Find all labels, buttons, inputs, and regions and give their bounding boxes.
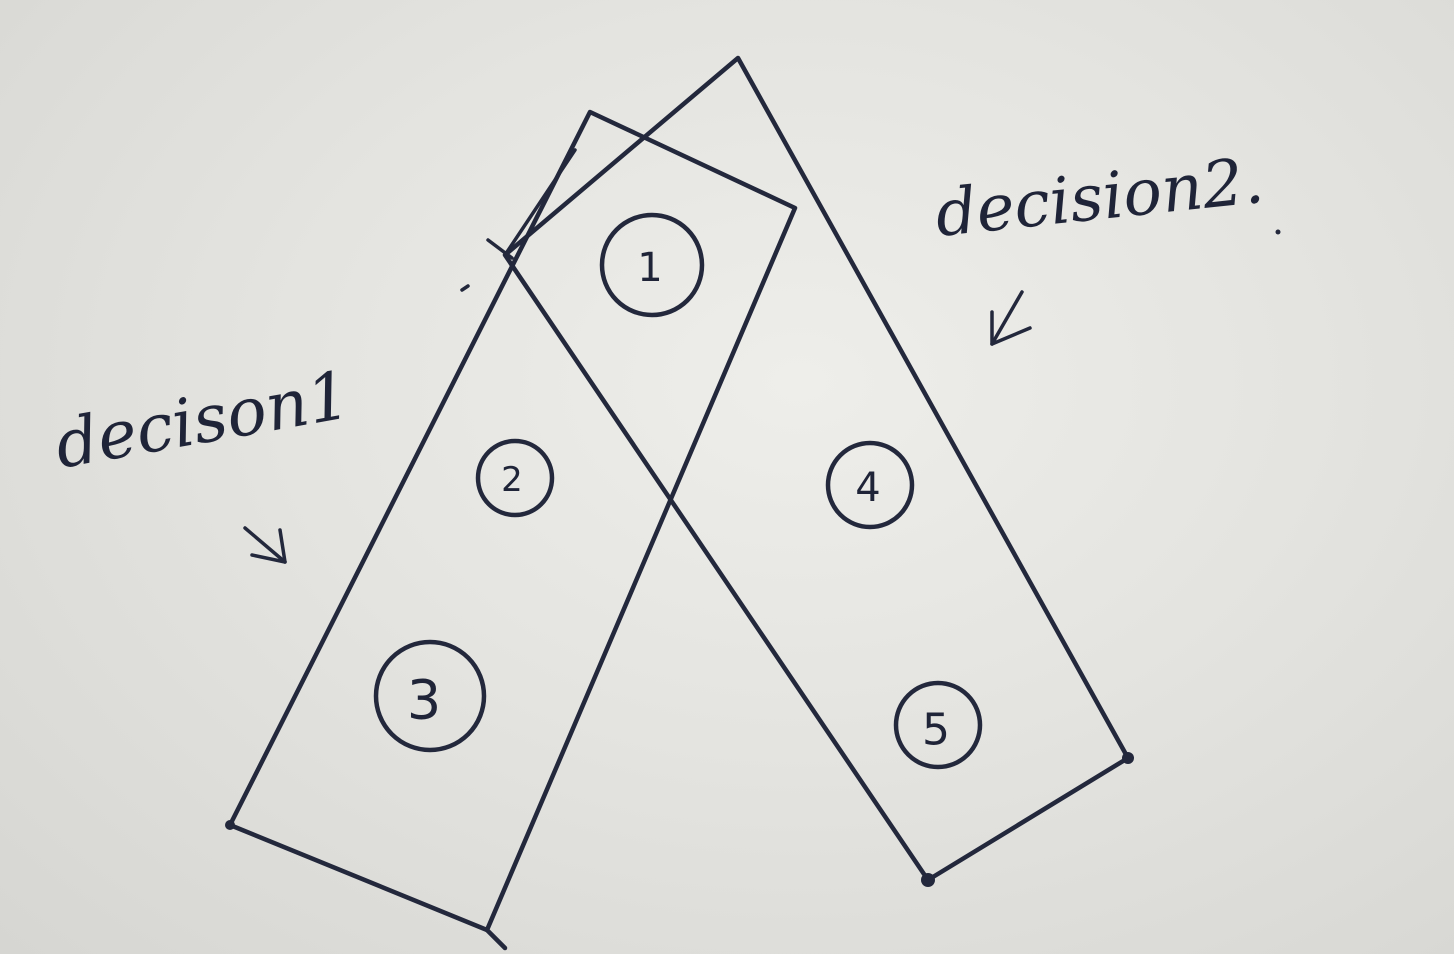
node-4-label: 4 [855, 465, 880, 511]
left-strip-bottom-extension [484, 927, 508, 951]
node-5: 5 [893, 680, 983, 770]
arrow-down-right-icon [243, 526, 287, 564]
node-4: 4 [825, 440, 915, 530]
node-1-label: 1 [637, 245, 662, 291]
node-1: 1 [599, 212, 705, 318]
left-strip [227, 109, 798, 933]
node-3: 3 [373, 639, 487, 753]
decision2-label: decision2. [932, 144, 1267, 252]
corner-dot [1122, 752, 1134, 764]
node-2-label: 2 [501, 460, 523, 500]
corner-dot [225, 820, 235, 830]
node-3-label: 3 [407, 669, 441, 732]
stray-pen-dot [1275, 229, 1281, 235]
stray-pen-mark [460, 284, 470, 292]
node-2: 2 [475, 438, 555, 518]
decision1-label: decison1 [49, 356, 355, 483]
node-5-label: 5 [922, 705, 950, 756]
corner-dot [921, 873, 935, 887]
arrow-down-left-icon [990, 290, 1032, 346]
